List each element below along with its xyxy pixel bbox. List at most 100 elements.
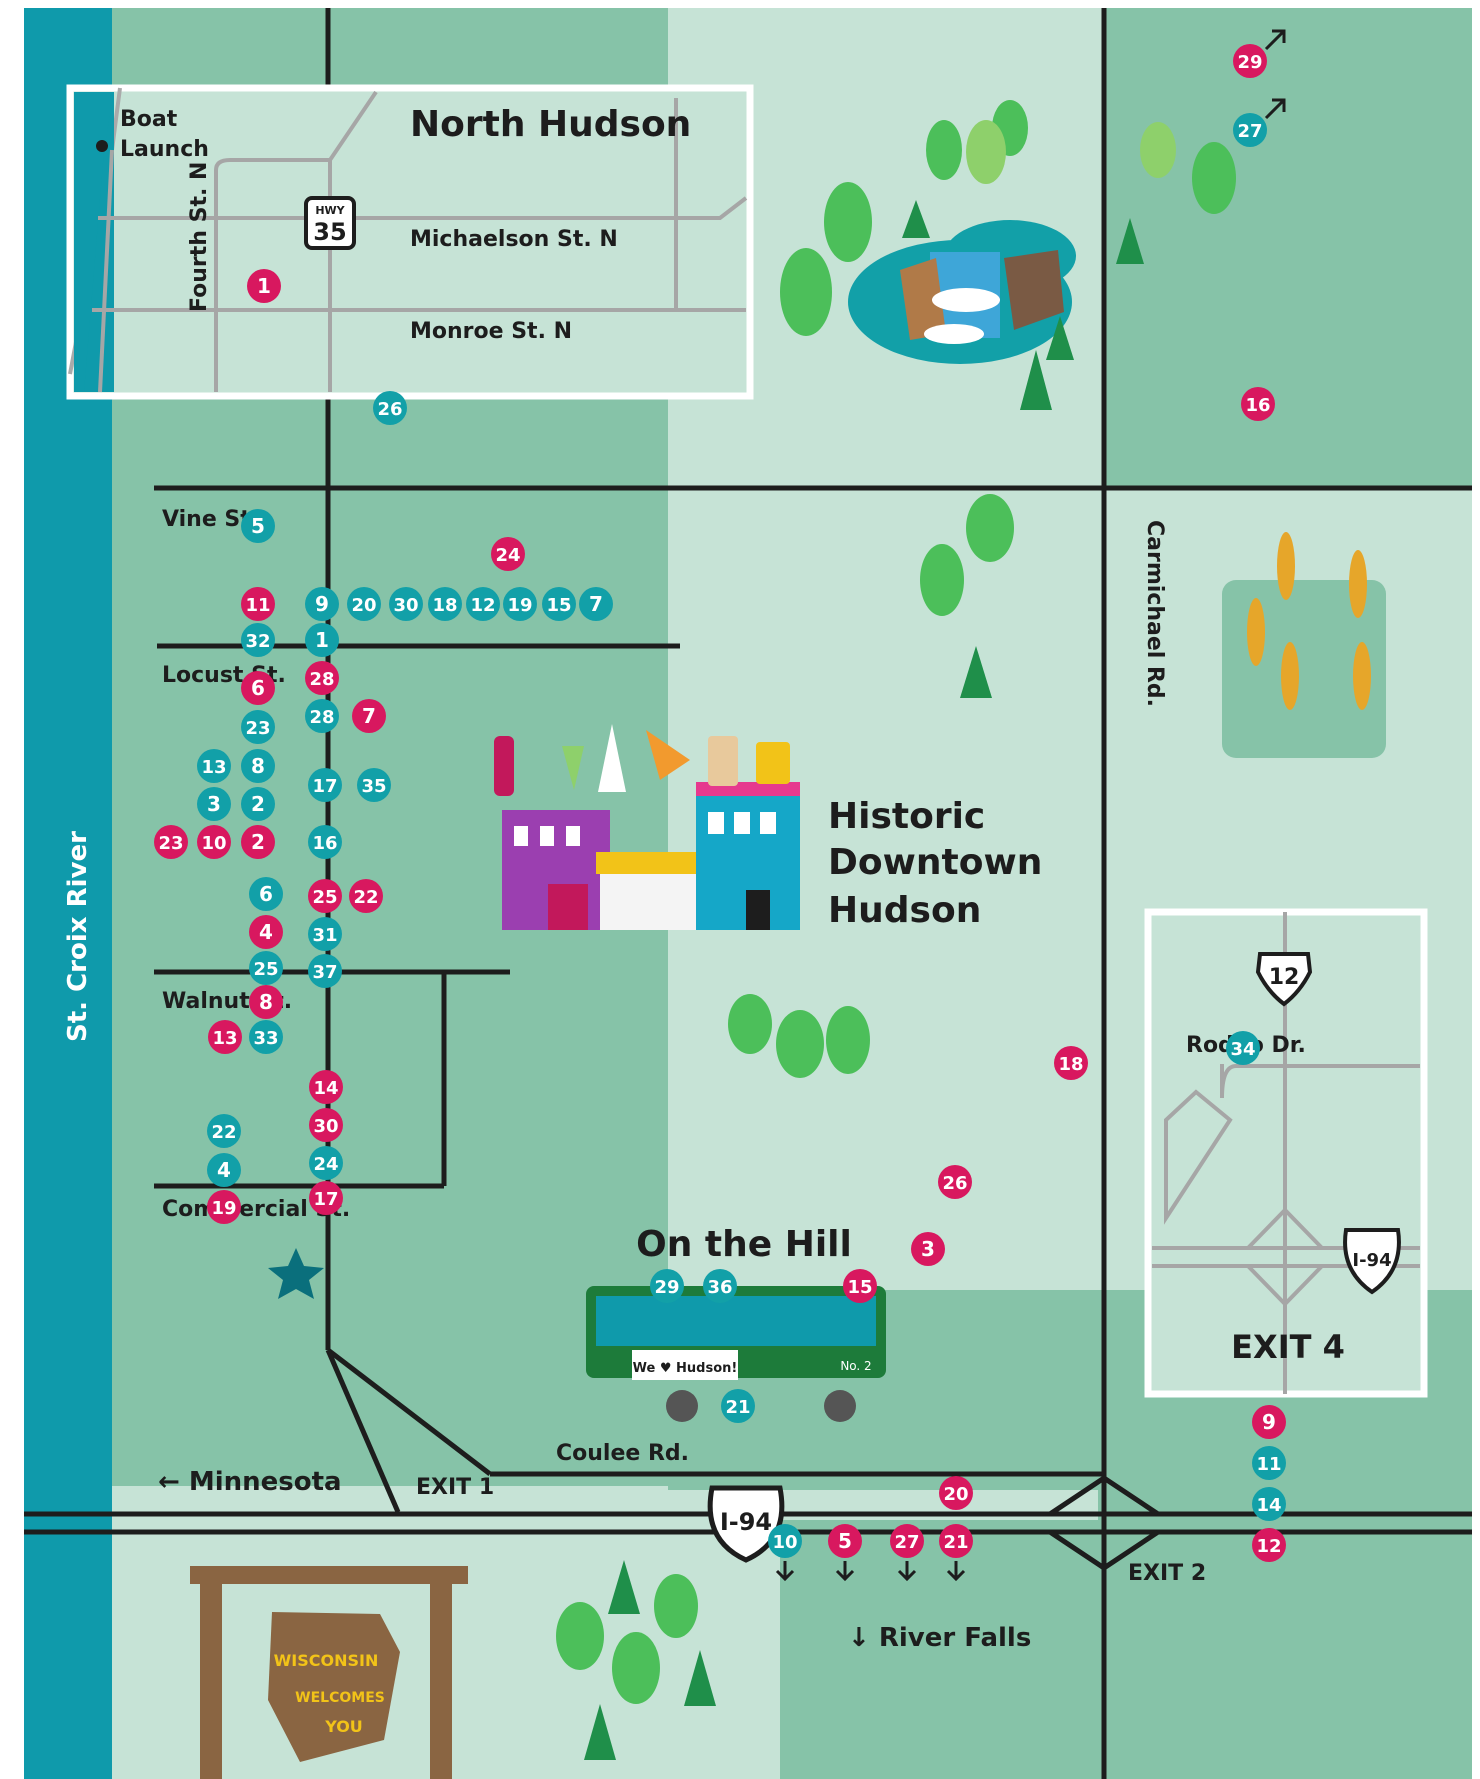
marker-teal-9[interactable]: 9 bbox=[305, 587, 339, 621]
marker-pink-9[interactable]: 9 bbox=[1252, 1405, 1286, 1439]
marker-number: 21 bbox=[943, 1532, 968, 1553]
marker-teal-32[interactable]: 32 bbox=[241, 623, 275, 657]
marker-teal-36[interactable]: 36 bbox=[703, 1269, 737, 1303]
marker-dot bbox=[208, 1020, 242, 1054]
marker-teal-14[interactable]: 14 bbox=[1252, 1487, 1286, 1521]
marker-pink-1[interactable]: 1 bbox=[247, 269, 281, 303]
marker-teal-21[interactable]: 21 bbox=[721, 1389, 755, 1423]
marker-teal-29[interactable]: 29 bbox=[650, 1269, 684, 1303]
marker-teal-11[interactable]: 11 bbox=[1252, 1446, 1286, 1480]
marker-number: 7 bbox=[362, 704, 376, 728]
svg-text:35: 35 bbox=[313, 218, 346, 246]
marker-teal-35[interactable]: 35 bbox=[357, 768, 391, 802]
marker-pink-17[interactable]: 17 bbox=[309, 1181, 343, 1215]
marker-teal-1[interactable]: 1 bbox=[305, 623, 339, 657]
marker-teal-26[interactable]: 26 bbox=[373, 391, 407, 425]
marker-teal-30[interactable]: 30 bbox=[389, 587, 423, 621]
marker-number: 5 bbox=[838, 1529, 852, 1553]
marker-pink-21[interactable]: 21 bbox=[939, 1524, 973, 1582]
marker-pink-10[interactable]: 10 bbox=[197, 825, 231, 859]
marker-pink-24[interactable]: 24 bbox=[491, 537, 525, 571]
marker-teal-15[interactable]: 15 bbox=[542, 587, 576, 621]
trolley-number: No. 2 bbox=[840, 1359, 871, 1373]
marker-dot bbox=[308, 917, 342, 951]
marker-pink-22[interactable]: 22 bbox=[349, 879, 383, 913]
marker-teal-22[interactable]: 22 bbox=[207, 1114, 241, 1148]
marker-teal-34[interactable]: 34 bbox=[1226, 1031, 1260, 1065]
marker-dot bbox=[241, 749, 275, 783]
marker-number: 4 bbox=[217, 1158, 231, 1182]
marker-pink-8[interactable]: 8 bbox=[249, 985, 283, 1019]
marker-teal-23[interactable]: 23 bbox=[241, 710, 275, 744]
marker-teal-33[interactable]: 33 bbox=[249, 1020, 283, 1054]
marker-pink-18[interactable]: 18 bbox=[1054, 1046, 1088, 1080]
marker-pink-6[interactable]: 6 bbox=[241, 671, 275, 705]
marker-pink-30[interactable]: 30 bbox=[309, 1108, 343, 1142]
marker-pink-2[interactable]: 2 bbox=[241, 825, 275, 859]
marker-number: 27 bbox=[894, 1532, 919, 1553]
marker-teal-5[interactable]: 5 bbox=[241, 509, 275, 543]
marker-teal-20[interactable]: 20 bbox=[347, 587, 381, 621]
label-river-falls: ↓ River Falls bbox=[848, 1623, 1031, 1653]
marker-teal-4[interactable]: 4 bbox=[207, 1153, 241, 1187]
marker-dot bbox=[542, 587, 576, 621]
title-downtown-2: Downtown bbox=[828, 842, 1042, 883]
marker-teal-13[interactable]: 13 bbox=[197, 749, 231, 783]
marker-number: 28 bbox=[309, 669, 334, 690]
marker-dot bbox=[1241, 387, 1275, 421]
marker-pink-13[interactable]: 13 bbox=[208, 1020, 242, 1054]
marker-pink-27[interactable]: 27 bbox=[890, 1524, 924, 1582]
marker-dot bbox=[309, 1146, 343, 1180]
marker-number: 16 bbox=[1245, 395, 1270, 416]
us12-shield: 12 bbox=[1255, 952, 1313, 1007]
marker-number: 10 bbox=[201, 833, 226, 854]
marker-pink-11[interactable]: 11 bbox=[241, 587, 275, 621]
title-downtown-3: Hudson bbox=[828, 890, 981, 931]
marker-pink-4[interactable]: 4 bbox=[249, 915, 283, 949]
marker-number: 18 bbox=[432, 595, 457, 616]
marker-pink-20[interactable]: 20 bbox=[939, 1476, 973, 1510]
marker-number: 22 bbox=[353, 887, 378, 908]
marker-pink-14[interactable]: 14 bbox=[309, 1070, 343, 1104]
marker-pink-29[interactable]: 29 bbox=[1233, 29, 1286, 78]
downtown-buildings bbox=[494, 724, 800, 930]
marker-teal-2[interactable]: 2 bbox=[241, 787, 275, 821]
marker-pink-25[interactable]: 25 bbox=[308, 879, 342, 913]
marker-pink-5[interactable]: 5 bbox=[828, 1524, 862, 1582]
marker-dot bbox=[309, 1070, 343, 1104]
marker-teal-18[interactable]: 18 bbox=[428, 587, 462, 621]
marker-pink-3[interactable]: 3 bbox=[911, 1232, 945, 1266]
exit4-inset: 12 Rodeo Dr. EXIT 4 I-94 bbox=[1144, 908, 1428, 1398]
marker-teal-24[interactable]: 24 bbox=[309, 1146, 343, 1180]
marker-teal-28[interactable]: 28 bbox=[305, 699, 339, 733]
marker-teal-12[interactable]: 12 bbox=[466, 587, 500, 621]
marker-pink-15[interactable]: 15 bbox=[843, 1269, 877, 1303]
marker-teal-8[interactable]: 8 bbox=[241, 749, 275, 783]
marker-pink-23[interactable]: 23 bbox=[154, 825, 188, 859]
marker-teal-7[interactable]: 7 bbox=[579, 587, 613, 621]
marker-dot bbox=[843, 1269, 877, 1303]
marker-number: 11 bbox=[1256, 1454, 1281, 1475]
marker-teal-37[interactable]: 37 bbox=[308, 954, 342, 988]
marker-teal-17[interactable]: 17 bbox=[308, 768, 342, 802]
marker-number: 10 bbox=[772, 1532, 797, 1553]
marker-teal-19[interactable]: 19 bbox=[503, 587, 537, 621]
marker-teal-25[interactable]: 25 bbox=[249, 951, 283, 985]
marker-pink-26[interactable]: 26 bbox=[938, 1165, 972, 1199]
marker-pink-19[interactable]: 19 bbox=[207, 1190, 241, 1224]
marker-pink-28[interactable]: 28 bbox=[305, 661, 339, 695]
marker-pink-12[interactable]: 12 bbox=[1252, 1528, 1286, 1562]
marker-dot bbox=[357, 768, 391, 802]
marker-dot bbox=[308, 954, 342, 988]
marker-teal-10[interactable]: 10 bbox=[768, 1524, 802, 1582]
marker-teal-31[interactable]: 31 bbox=[308, 917, 342, 951]
marker-pink-16[interactable]: 16 bbox=[1241, 387, 1275, 421]
marker-number: 21 bbox=[725, 1397, 750, 1418]
marker-teal-3[interactable]: 3 bbox=[197, 787, 231, 821]
marker-pink-7[interactable]: 7 bbox=[352, 699, 386, 733]
marker-dot bbox=[1252, 1446, 1286, 1480]
marker-teal-6[interactable]: 6 bbox=[249, 877, 283, 911]
marker-teal-27[interactable]: 27 bbox=[1233, 98, 1286, 147]
marker-teal-16[interactable]: 16 bbox=[308, 825, 342, 859]
